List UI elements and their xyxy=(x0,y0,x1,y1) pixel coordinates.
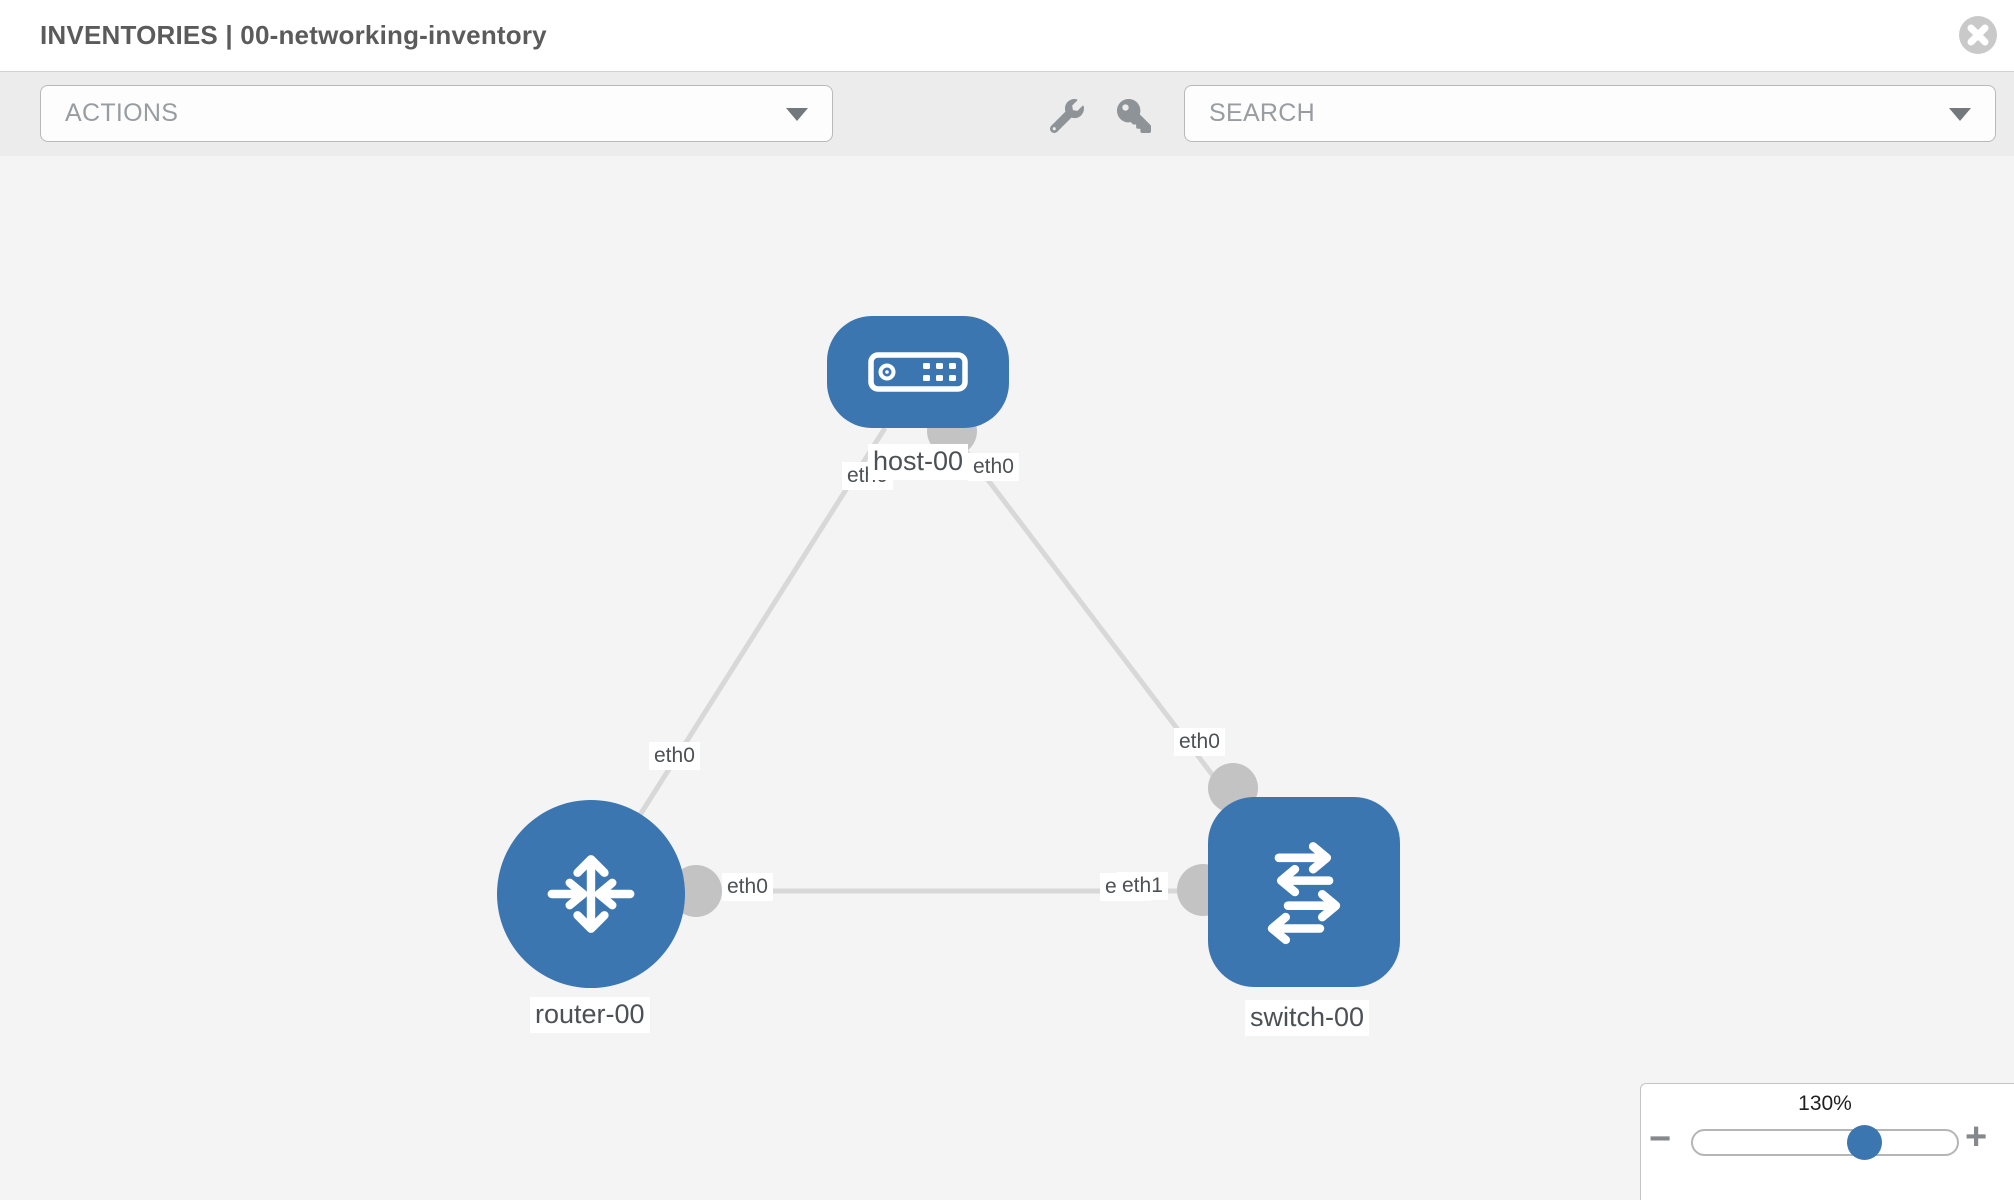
actions-dropdown-label: ACTIONS xyxy=(65,99,179,127)
interface-label: eth1 xyxy=(1117,872,1168,901)
actions-dropdown[interactable]: ACTIONS xyxy=(40,85,833,142)
node-host-00[interactable] xyxy=(827,316,1009,428)
zoom-in-button[interactable]: + xyxy=(1965,1116,1988,1158)
close-icon xyxy=(1959,16,1997,54)
toolbar: ACTIONS SEARCH xyxy=(0,71,2014,157)
zoom-panel: 130% − + xyxy=(1640,1083,2014,1200)
chevron-down-icon xyxy=(1949,107,1971,121)
router-icon xyxy=(547,855,635,933)
interface-label: eth0 xyxy=(1174,728,1225,757)
zoom-level: 130% xyxy=(1798,1092,1852,1115)
topology-canvas[interactable]: eth0 eth0 eth0 eth0 eth0 eth1 eth1 host-… xyxy=(0,156,2014,1200)
host-icon xyxy=(868,352,968,392)
close-button[interactable] xyxy=(1958,15,1998,55)
key-icon xyxy=(1117,99,1151,133)
node-switch-00[interactable] xyxy=(1208,797,1400,987)
search-dropdown-label: SEARCH xyxy=(1209,99,1315,127)
chevron-down-icon xyxy=(786,107,808,121)
credentials-button[interactable] xyxy=(1112,94,1156,138)
zoom-slider-track[interactable] xyxy=(1691,1129,1959,1156)
node-router-00[interactable] xyxy=(497,800,685,988)
zoom-out-button[interactable]: − xyxy=(1649,1118,1672,1160)
interface-label: eth0 xyxy=(722,873,773,902)
switch-icon xyxy=(1267,842,1341,945)
interface-label: eth0 xyxy=(649,742,700,771)
node-label-host: host-00 xyxy=(868,444,969,480)
node-label-router: router-00 xyxy=(530,997,650,1033)
zoom-slider-thumb[interactable] xyxy=(1847,1125,1882,1160)
interface-label: eth0 xyxy=(968,453,1019,482)
page-title: INVENTORIES | 00-networking-inventory xyxy=(40,20,547,50)
wrench-icon xyxy=(1050,99,1084,133)
search-dropdown[interactable]: SEARCH xyxy=(1184,85,1996,142)
header: INVENTORIES | 00-networking-inventory xyxy=(0,0,2014,71)
node-label-switch: switch-00 xyxy=(1245,1000,1370,1036)
tools-button[interactable] xyxy=(1045,94,1089,138)
